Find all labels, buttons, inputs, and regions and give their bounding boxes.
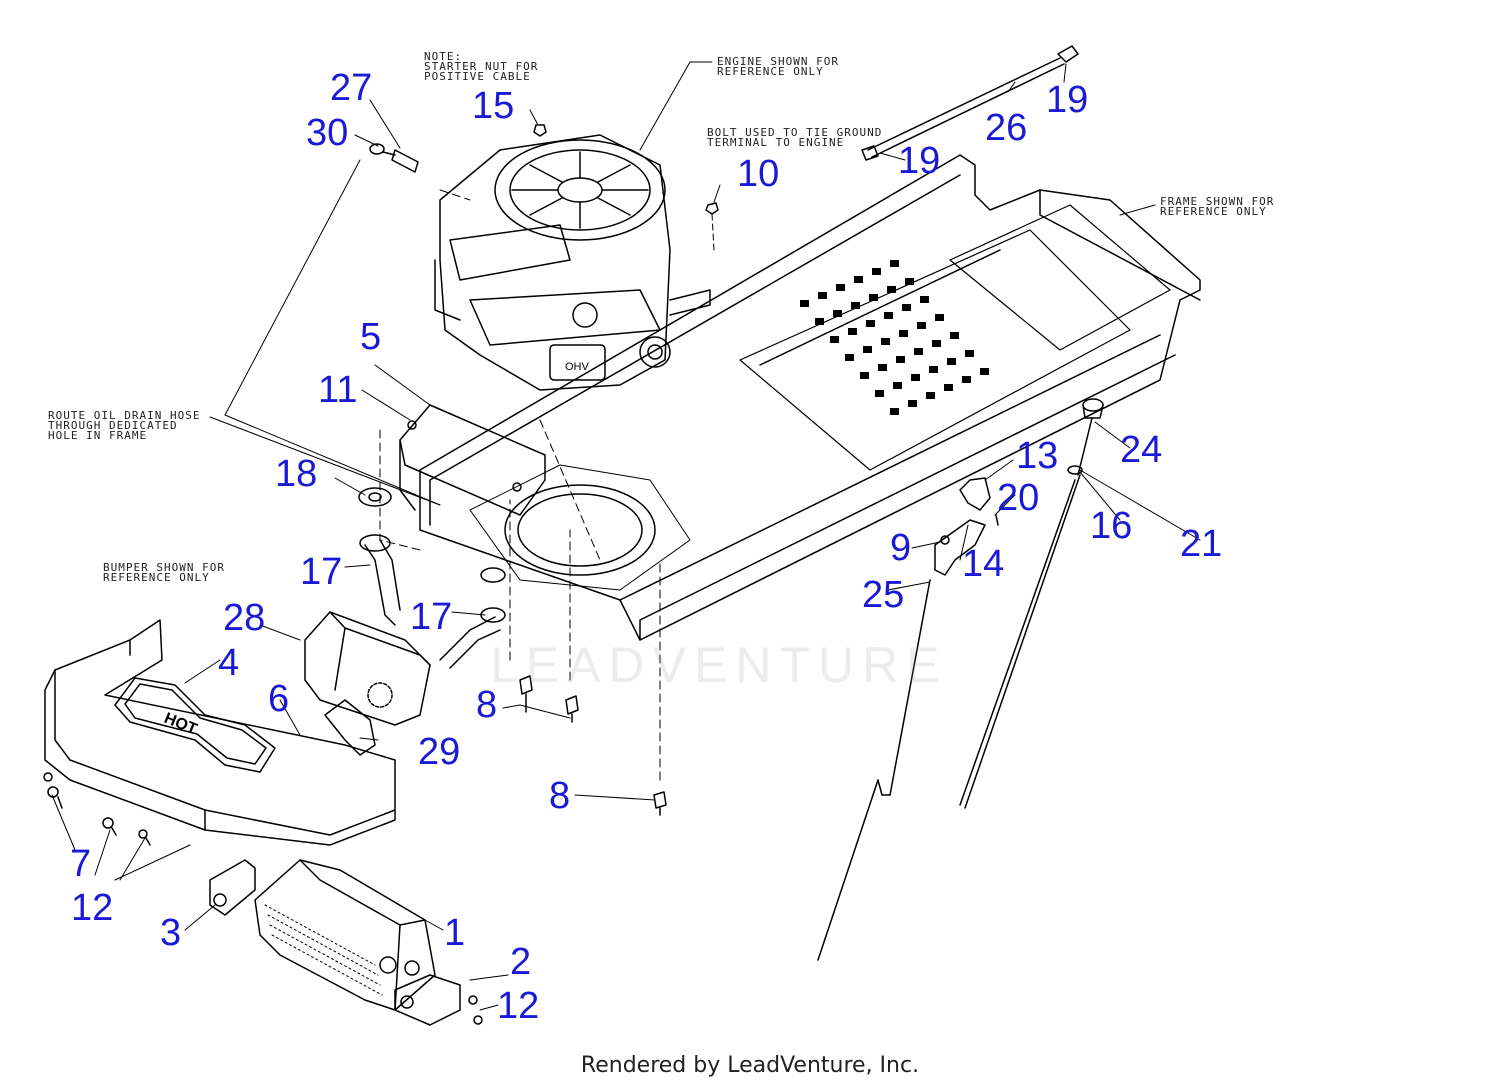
callout-21: 21 xyxy=(1180,523,1223,565)
callout-8-lower: 8 xyxy=(549,775,571,817)
callout-12-right: 12 xyxy=(497,985,540,1027)
engine xyxy=(434,134,711,391)
note-bolt-ground: BOLT USED TO TIE GROUND TERMINAL TO ENGI… xyxy=(707,126,883,149)
callout-24: 24 xyxy=(1120,429,1163,471)
hose-guides xyxy=(209,159,441,506)
note-starter-nut: NOTE: STARTER NUT FOR POSITIVE CABLE xyxy=(424,50,539,83)
frame xyxy=(419,154,1201,641)
bracket-9-14 xyxy=(934,519,986,576)
bolt-10 xyxy=(705,202,719,251)
lever-13-20 xyxy=(959,477,999,526)
bracket-3 xyxy=(209,859,256,916)
callout-12-left: 12 xyxy=(71,887,114,929)
engine-badge: OHV xyxy=(565,361,590,373)
leader-lines xyxy=(51,61,1201,1011)
callout-7: 7 xyxy=(70,843,92,885)
callout-30: 30 xyxy=(306,112,349,154)
callout-1: 1 xyxy=(444,912,466,954)
callout-17-left: 17 xyxy=(300,551,343,593)
bolts-8 xyxy=(519,675,667,816)
callout-10: 10 xyxy=(737,153,780,195)
rod-26 xyxy=(861,45,1079,161)
callout-5: 5 xyxy=(360,316,382,358)
callout-19-lower: 19 xyxy=(898,140,941,182)
callout-25: 25 xyxy=(862,574,905,616)
callout-18: 18 xyxy=(275,453,318,495)
callout-16: 16 xyxy=(1090,505,1133,547)
note-engine-reference: ENGINE SHOWN FOR REFERENCE ONLY xyxy=(717,55,839,78)
gasket-18 xyxy=(358,487,392,507)
starter-fitting-27-30 xyxy=(369,143,419,173)
callout-28: 28 xyxy=(223,597,266,639)
knob-24 xyxy=(1067,398,1104,476)
callout-27: 27 xyxy=(330,67,373,109)
callout-4: 4 xyxy=(218,642,240,684)
callout-8-upper: 8 xyxy=(476,684,498,726)
watermark: LEADVENTURE xyxy=(490,637,948,693)
exhaust-pipes-17 xyxy=(359,534,506,669)
muffler-28 xyxy=(304,611,431,726)
hot-decal-4 xyxy=(114,677,276,773)
callout-11: 11 xyxy=(318,369,358,411)
frame-vent-holes xyxy=(800,260,989,415)
cable-16 xyxy=(959,474,1081,809)
bumper xyxy=(44,619,396,846)
callout-19-top: 19 xyxy=(1046,79,1089,121)
heat-deflector-29 xyxy=(324,699,376,756)
chute-guard-1 xyxy=(254,859,436,1011)
footer-credit: Rendered by LeadVenture, Inc. xyxy=(580,1053,920,1078)
bumper-bolts-7-12 xyxy=(43,772,151,846)
callout-6: 6 xyxy=(268,678,290,720)
callout-20: 20 xyxy=(997,477,1040,519)
note-frame-reference: FRAME SHOWN FOR REFERENCE ONLY xyxy=(1160,195,1275,218)
callout-26: 26 xyxy=(985,107,1028,149)
callout-13: 13 xyxy=(1016,435,1059,477)
callout-3: 3 xyxy=(160,912,182,954)
nut-15 xyxy=(533,124,547,137)
note-bumper-reference: BUMPER SHOWN FOR REFERENCE ONLY xyxy=(103,561,225,584)
callout-2: 2 xyxy=(510,941,532,983)
note-oil-drain: ROUTE OIL DRAIN HOSE THROUGH DEDICATED H… xyxy=(48,409,201,442)
callout-29: 29 xyxy=(418,731,461,773)
callout-9: 9 xyxy=(890,527,912,569)
callout-15: 15 xyxy=(472,85,515,127)
callout-14: 14 xyxy=(962,543,1005,585)
callout-17-right: 17 xyxy=(410,596,453,638)
cable-25 xyxy=(817,579,931,961)
bracket-2 xyxy=(394,974,483,1026)
